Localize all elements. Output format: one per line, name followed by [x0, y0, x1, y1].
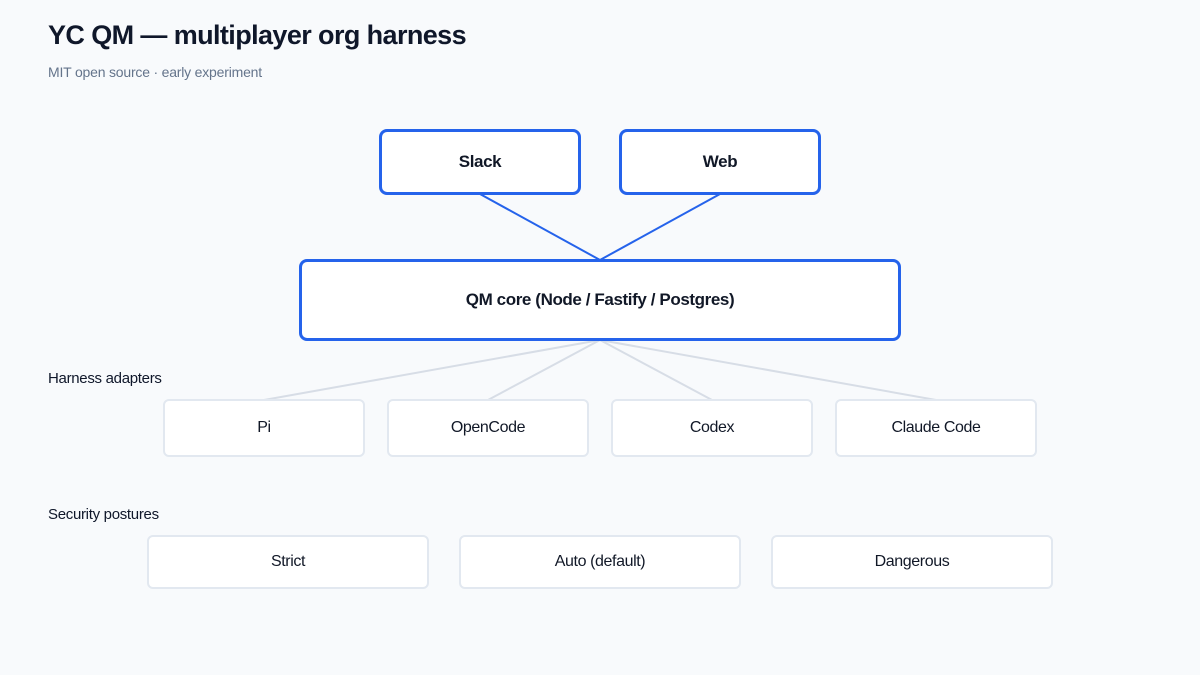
- connector-core-codex: [599, 339, 713, 401]
- connector-slack-core: [479, 193, 601, 261]
- connector-core-opencode: [487, 339, 601, 401]
- node-posture-dangerous: Dangerous: [771, 535, 1053, 589]
- node-posture-auto: Auto (default): [459, 535, 741, 589]
- page-subtitle: MIT open source · early experiment: [48, 64, 262, 80]
- postures-label: Security postures: [48, 506, 159, 523]
- connector-web-core: [599, 193, 721, 261]
- connector-core-claude-code: [599, 339, 937, 401]
- node-slack: Slack: [379, 129, 581, 195]
- node-adapter-claude-code: Claude Code: [835, 399, 1037, 457]
- node-adapter-opencode: OpenCode: [387, 399, 589, 457]
- node-adapter-pi: Pi: [163, 399, 365, 457]
- node-posture-strict: Strict: [147, 535, 429, 589]
- adapters-label: Harness adapters: [48, 370, 162, 387]
- node-adapter-codex: Codex: [611, 399, 813, 457]
- connector-core-pi: [263, 339, 601, 401]
- page-title: YC QM — multiplayer org harness: [48, 20, 467, 50]
- node-qm-core: QM core (Node / Fastify / Postgres): [299, 259, 901, 341]
- node-web: Web: [619, 129, 821, 195]
